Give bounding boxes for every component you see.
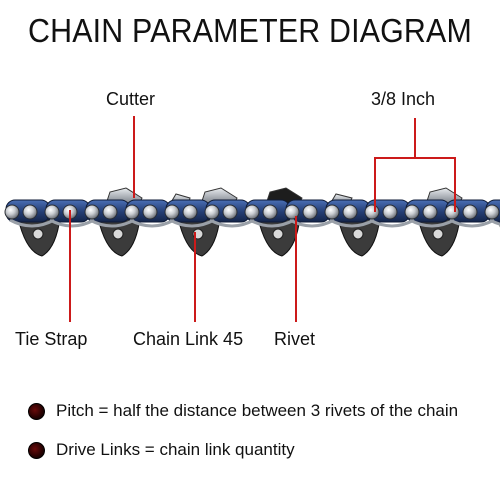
rivet: [423, 205, 437, 219]
rivet: [325, 205, 339, 219]
drive-link-hole: [433, 229, 443, 239]
rivet: [383, 205, 397, 219]
drive-link-hole: [33, 229, 43, 239]
pitch-size-label: 3/8 Inch: [371, 89, 435, 110]
rivet: [303, 205, 317, 219]
rivet: [85, 205, 99, 219]
chain-link-label: Chain Link 45: [133, 329, 243, 350]
drive-link-hole: [353, 229, 363, 239]
rivet-label: Rivet: [274, 329, 315, 350]
drive-link-hole: [273, 229, 283, 239]
drive-link-hole: [113, 229, 123, 239]
rivet: [263, 205, 277, 219]
rivet: [5, 205, 19, 219]
rivet: [23, 205, 37, 219]
rivet: [405, 205, 419, 219]
rivet: [103, 205, 117, 219]
rivet: [245, 205, 259, 219]
tie-strap-label: Tie Strap: [15, 329, 87, 350]
rivet: [343, 205, 357, 219]
rivet: [45, 205, 59, 219]
bullet-icon: [28, 442, 45, 459]
rivet: [223, 205, 237, 219]
rivet: [183, 205, 197, 219]
note-drive-links: Drive Links = chain link quantity: [28, 439, 295, 461]
rivet: [365, 205, 379, 219]
rivet: [485, 205, 499, 219]
rivet: [205, 205, 219, 219]
bullet-icon: [28, 403, 45, 420]
rivet: [165, 205, 179, 219]
rivet: [445, 205, 459, 219]
note-pitch-text: Pitch = half the distance between 3 rive…: [56, 401, 458, 421]
note-drive-links-text: Drive Links = chain link quantity: [56, 440, 295, 460]
cutter-label: Cutter: [106, 89, 155, 110]
note-pitch: Pitch = half the distance between 3 rive…: [28, 400, 458, 422]
rivet: [125, 205, 139, 219]
rivet: [463, 205, 477, 219]
rivet: [143, 205, 157, 219]
